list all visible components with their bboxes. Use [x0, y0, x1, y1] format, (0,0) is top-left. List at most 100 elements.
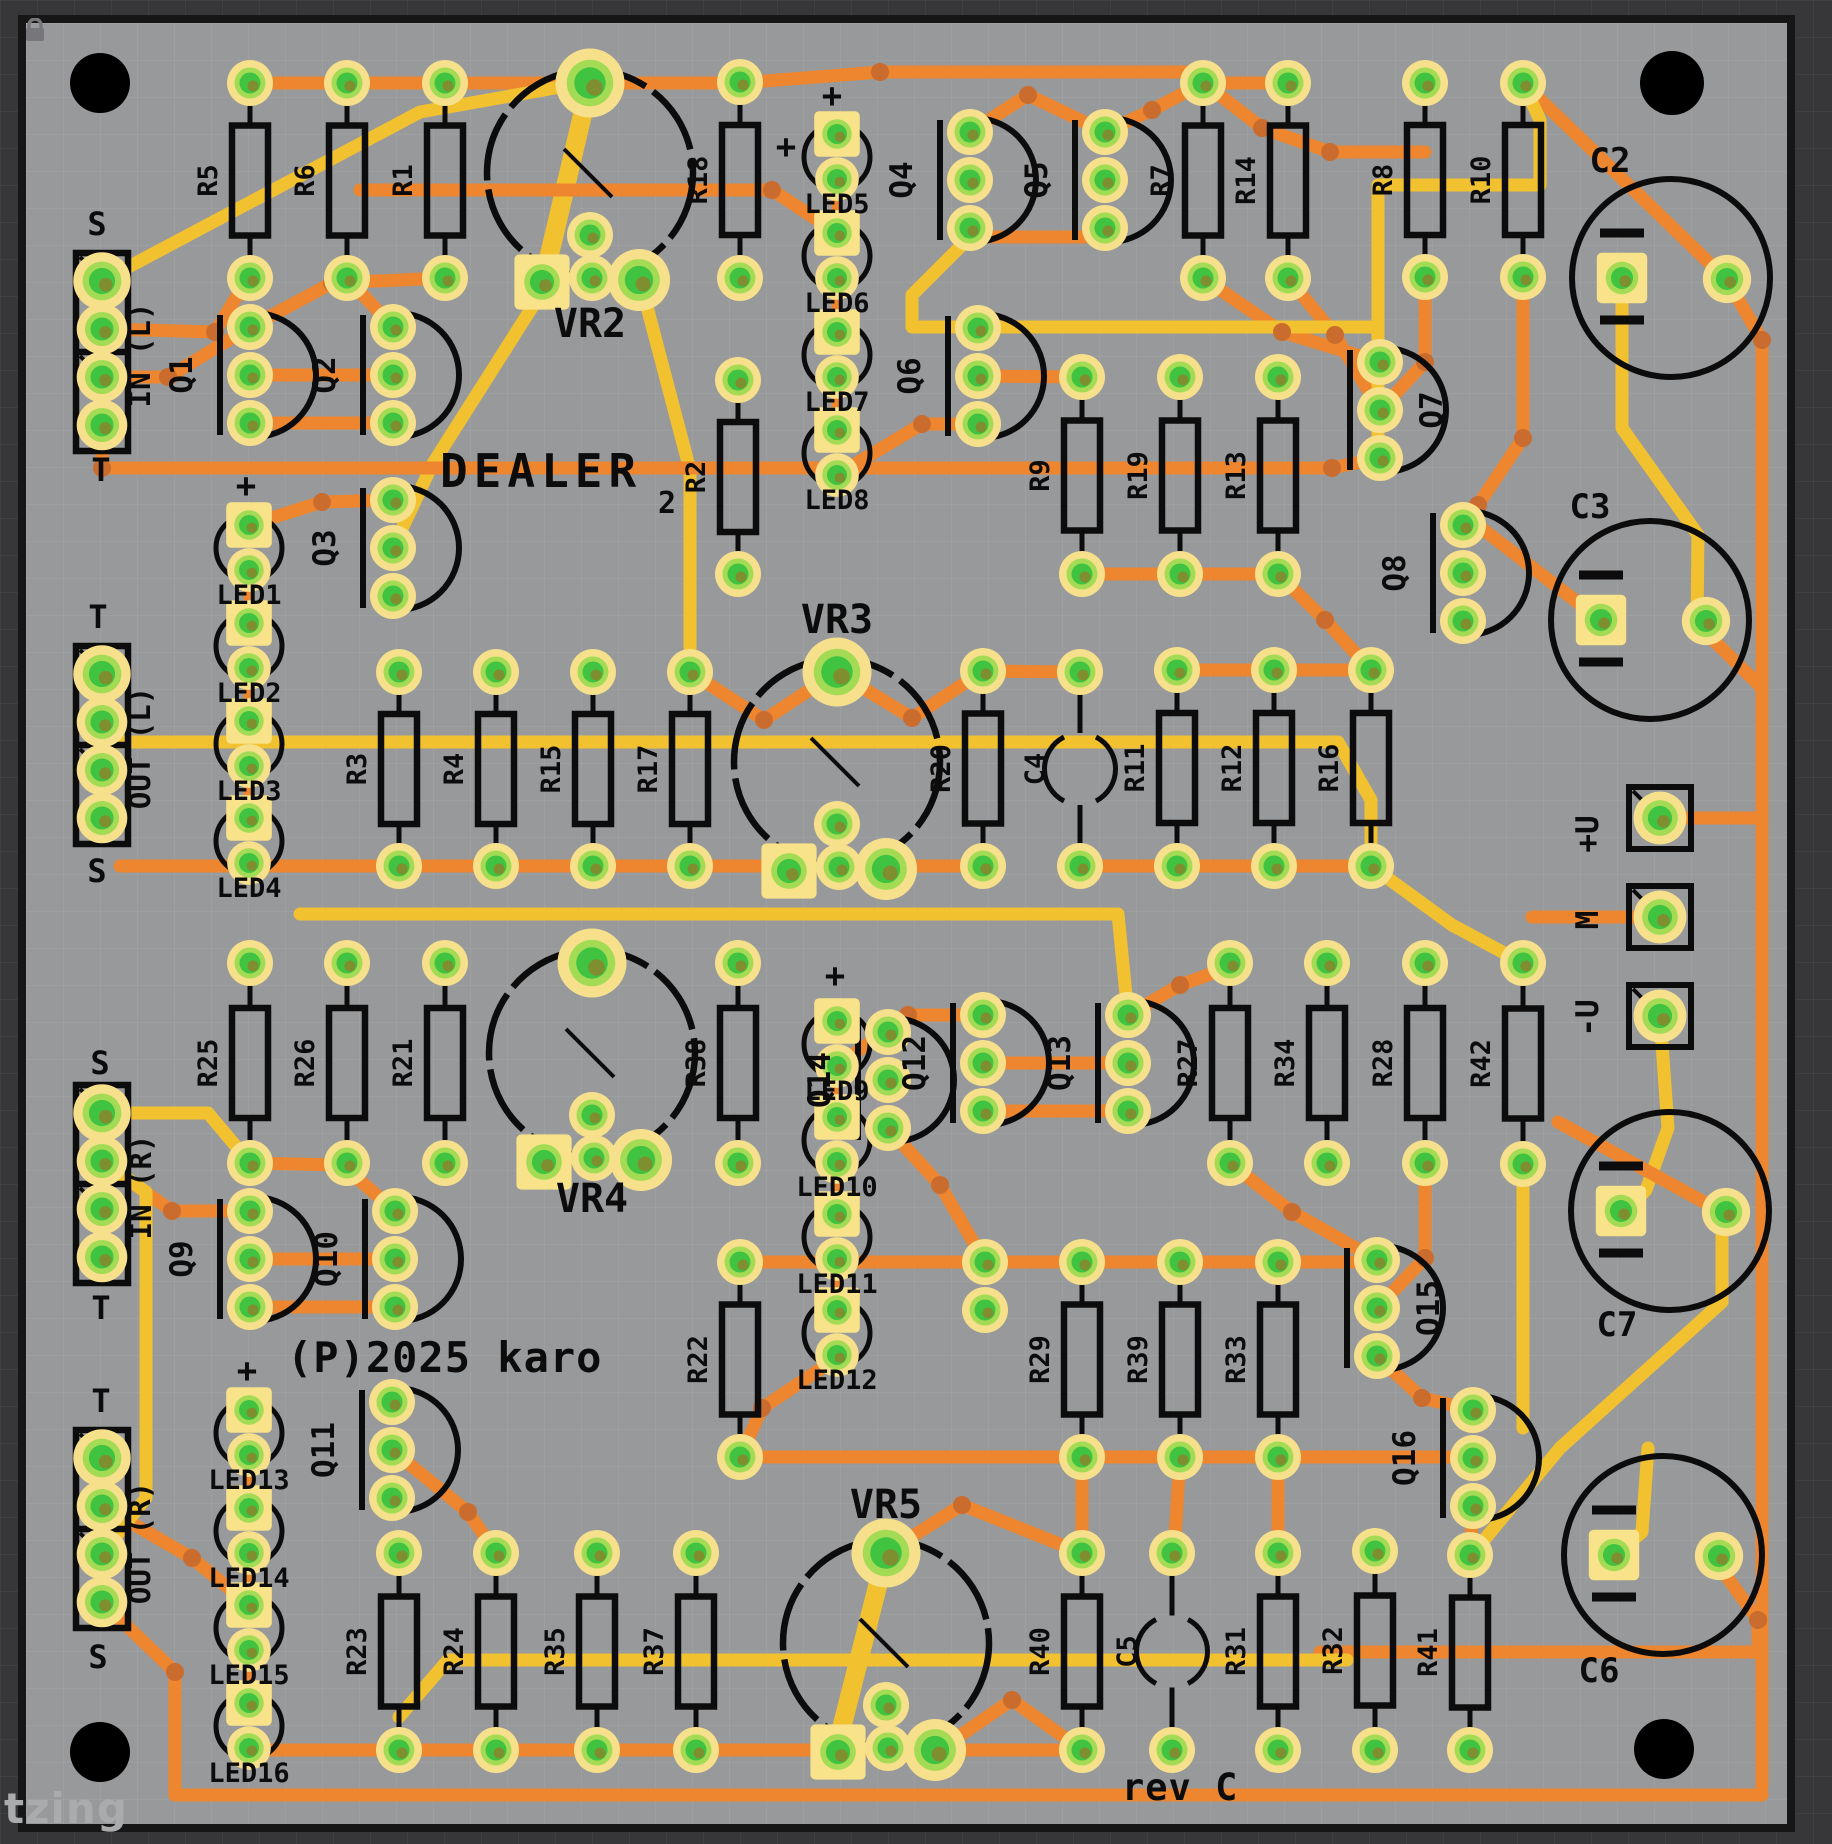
pad-LED12-cathode[interactable]: [815, 1333, 859, 1377]
copper-trace[interactable]: [881, 1121, 992, 1269]
pad-R19-1[interactable]: [1157, 354, 1203, 400]
pad-R10-1[interactable]: [1500, 60, 1546, 106]
copper-trace[interactable]: [1463, 1205, 1729, 1564]
transistor-Q13[interactable]: [1095, 998, 1197, 1128]
pad-R4-2[interactable]: [473, 843, 519, 889]
pad-C3-pos[interactable]: [1681, 596, 1731, 646]
trace-bendpoint[interactable]: [1019, 86, 1037, 104]
pad-LED16-anode[interactable]: [226, 1680, 272, 1726]
pad-R28-1[interactable]: [1402, 940, 1448, 986]
pad-LED4-cathode[interactable]: [227, 841, 271, 885]
pad-R35-2[interactable]: [574, 1727, 620, 1773]
pad-LED9-anode[interactable]: [814, 998, 860, 1044]
pad-Q2-2[interactable]: [370, 352, 416, 398]
pad-R40-1[interactable]: [1059, 1530, 1105, 1576]
pad-LED10-anode[interactable]: [814, 1094, 860, 1140]
pad-VR4-2[interactable]: [571, 1135, 617, 1181]
resistor-R12[interactable]: [1252, 678, 1296, 858]
pad-LED7-cathode[interactable]: [815, 355, 859, 399]
pad-R27-2[interactable]: [1207, 1140, 1253, 1186]
pad-header-2[interactable]: [76, 1135, 128, 1187]
trace-bendpoint[interactable]: [1753, 331, 1771, 349]
pad-R21-1[interactable]: [422, 940, 468, 986]
pad-R27-1[interactable]: [1207, 940, 1253, 986]
pad-header-1[interactable]: [73, 1084, 131, 1142]
pad-Q12-1[interactable]: [960, 992, 1006, 1038]
pad-LED4-anode[interactable]: [226, 795, 272, 841]
pad-VR4-top[interactable]: [557, 928, 627, 998]
trace-bendpoint[interactable]: [163, 1202, 181, 1220]
trace-bendpoint[interactable]: [1749, 1611, 1767, 1629]
resistor-R17[interactable]: [668, 680, 712, 858]
pad-R2-1[interactable]: [715, 357, 761, 403]
pad-R1-1[interactable]: [422, 60, 468, 106]
pad-header-4[interactable]: [76, 399, 128, 451]
resistor-R29[interactable]: [1060, 1270, 1104, 1449]
trace-bendpoint[interactable]: [1321, 143, 1339, 161]
pad-Q10-1[interactable]: [372, 1188, 418, 1234]
pad-VR2-top[interactable]: [555, 48, 625, 118]
transistor-Q15[interactable]: [1344, 1243, 1446, 1373]
pad-Q16-3[interactable]: [1450, 1483, 1496, 1529]
resistor-R27[interactable]: [1208, 971, 1252, 1155]
pad-Q12-2[interactable]: [960, 1040, 1006, 1086]
pad-Q11-3[interactable]: [369, 1475, 415, 1521]
pad-VR2-3[interactable]: [607, 248, 671, 312]
pad-Q2-1[interactable]: [370, 304, 416, 350]
trace-bendpoint[interactable]: [763, 181, 781, 199]
pad-header-3[interactable]: [76, 744, 128, 796]
pad-C5-2[interactable]: [1149, 1727, 1195, 1773]
pad-R5-2[interactable]: [227, 255, 273, 301]
pad-C6-pos[interactable]: [1694, 1531, 1744, 1581]
pad-LED16-cathode[interactable]: [227, 1726, 271, 1770]
resistor-R31[interactable]: [1256, 1561, 1300, 1742]
pad-R37-1[interactable]: [673, 1530, 719, 1576]
pad-Q6-3[interactable]: [955, 401, 1001, 447]
copper-trace[interactable]: [1364, 859, 1530, 970]
resistor-R37[interactable]: [674, 1561, 718, 1742]
resistor-R13[interactable]: [1256, 385, 1300, 566]
resistor-R33[interactable]: [1256, 1270, 1300, 1449]
copper-trace[interactable]: [1183, 65, 1432, 159]
pad-power-2[interactable]: [1633, 890, 1687, 944]
pad-R29-2[interactable]: [1059, 1434, 1105, 1480]
pad-VR5-2[interactable]: [865, 1725, 911, 1771]
pad-R42-2[interactable]: [1500, 1141, 1546, 1187]
pad-R18-1[interactable]: [717, 59, 763, 105]
pad-LED10-cathode[interactable]: [815, 1140, 859, 1184]
resistor-R7[interactable]: [1181, 91, 1225, 270]
pad-LED6-cathode[interactable]: [815, 256, 859, 300]
trace-bendpoint[interactable]: [313, 493, 331, 511]
trace-bendpoint[interactable]: [913, 415, 931, 433]
pad-Q2-3[interactable]: [370, 400, 416, 446]
pad-R23-2[interactable]: [376, 1727, 422, 1773]
capacitor-C7[interactable]: [1568, 1109, 1772, 1313]
transistor-Q5[interactable]: [1072, 115, 1174, 245]
pad-Q1-1[interactable]: [227, 304, 273, 350]
pad-LED5-anode[interactable]: [814, 111, 860, 157]
pad-Q7-3[interactable]: [1357, 435, 1403, 481]
pad-VR3-wiper-in[interactable]: [814, 801, 860, 847]
transistor-Q6[interactable]: [945, 311, 1047, 441]
pad-Q14-1[interactable]: [865, 1009, 911, 1055]
pad-header-1[interactable]: [73, 645, 131, 703]
resistor-R34[interactable]: [1305, 971, 1349, 1155]
copper-trace[interactable]: [1456, 270, 1530, 532]
pad-VR5-1[interactable]: [810, 1724, 866, 1780]
trace-bendpoint[interactable]: [953, 1496, 971, 1514]
pad-LED11-anode[interactable]: [814, 1191, 860, 1237]
pad-R11-2[interactable]: [1154, 843, 1200, 889]
pad-Q9-3[interactable]: [227, 1284, 273, 1330]
pad-R4-1[interactable]: [473, 649, 519, 695]
resistor-R23[interactable]: [377, 1561, 421, 1742]
pad-Q13-2[interactable]: [1105, 1040, 1151, 1086]
pad-VR4-1[interactable]: [516, 1134, 572, 1190]
pad-header-4[interactable]: [76, 792, 128, 844]
pad-R35-1[interactable]: [574, 1530, 620, 1576]
pad-R16-1[interactable]: [1348, 647, 1394, 693]
pad-R41-1[interactable]: [1447, 1532, 1493, 1578]
transistor-Q7[interactable]: [1347, 345, 1449, 475]
pad-R24-1[interactable]: [473, 1530, 519, 1576]
pad-LED13-cathode[interactable]: [227, 1433, 271, 1477]
pad-LED14-cathode[interactable]: [227, 1531, 271, 1575]
